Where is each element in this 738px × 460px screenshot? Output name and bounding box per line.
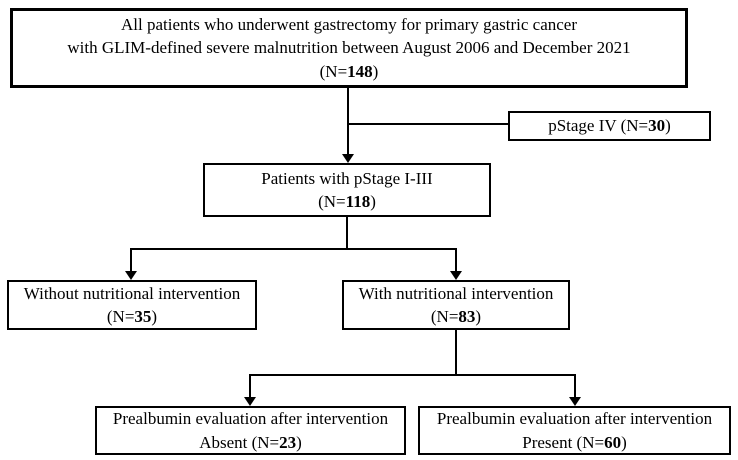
node-prealbumin-absent-line1: Prealbumin evaluation after intervention [112,409,389,429]
connector-branch-pstage-iv [347,123,508,125]
connector-to-absent [249,374,251,399]
node-pstage-iv-count: pStage IV (N=30) [548,116,671,136]
node-without-intervention-count: (N=35) [106,307,158,326]
connector-to-present [574,374,576,399]
node-without-intervention: Without nutritional intervention (N=35) [7,280,257,330]
node-pstage-iv: pStage IV (N=30) [508,111,711,141]
connector-stage-split [130,248,457,250]
node-prealbumin-present-line1: Prealbumin evaluation after intervention [436,409,713,429]
connector-to-with [455,248,457,273]
connector-stage-stem [346,217,348,250]
node-pstage-i-iii-count: (N=118) [318,192,376,211]
node-all-patients-line2: with GLIM-defined severe malnutrition be… [67,38,631,58]
node-prealbumin-present: Prealbumin evaluation after intervention… [418,406,731,455]
node-pstage-i-iii: Patients with pStage I-III (N=118) [203,163,491,217]
node-with-intervention: With nutritional intervention (N=83) [342,280,570,330]
arrow-down-icon [244,397,256,406]
node-all-patients: All patients who underwent gastrectomy f… [10,8,688,88]
node-with-intervention-line1: With nutritional intervention [358,283,554,303]
arrow-down-icon [569,397,581,406]
arrow-down-icon [450,271,462,280]
node-without-intervention-line1: Without nutritional intervention [23,283,241,303]
connector-to-without [130,248,132,273]
node-all-patients-count: (N=148) [319,61,379,81]
connector-with-stem [455,330,457,376]
connector-prealbumin-split [249,374,576,376]
node-with-intervention-count: (N=83) [430,307,482,326]
node-prealbumin-present-count: Present (N=60) [522,432,627,452]
arrow-down-icon [342,154,354,163]
connector-top-to-stage [347,88,349,156]
arrow-down-icon [125,271,137,280]
node-all-patients-line1: All patients who underwent gastrectomy f… [120,14,577,34]
node-prealbumin-absent: Prealbumin evaluation after intervention… [95,406,406,455]
node-prealbumin-absent-count: Absent (N=23) [199,432,302,452]
node-pstage-i-iii-line1: Patients with pStage I-III [261,168,433,188]
